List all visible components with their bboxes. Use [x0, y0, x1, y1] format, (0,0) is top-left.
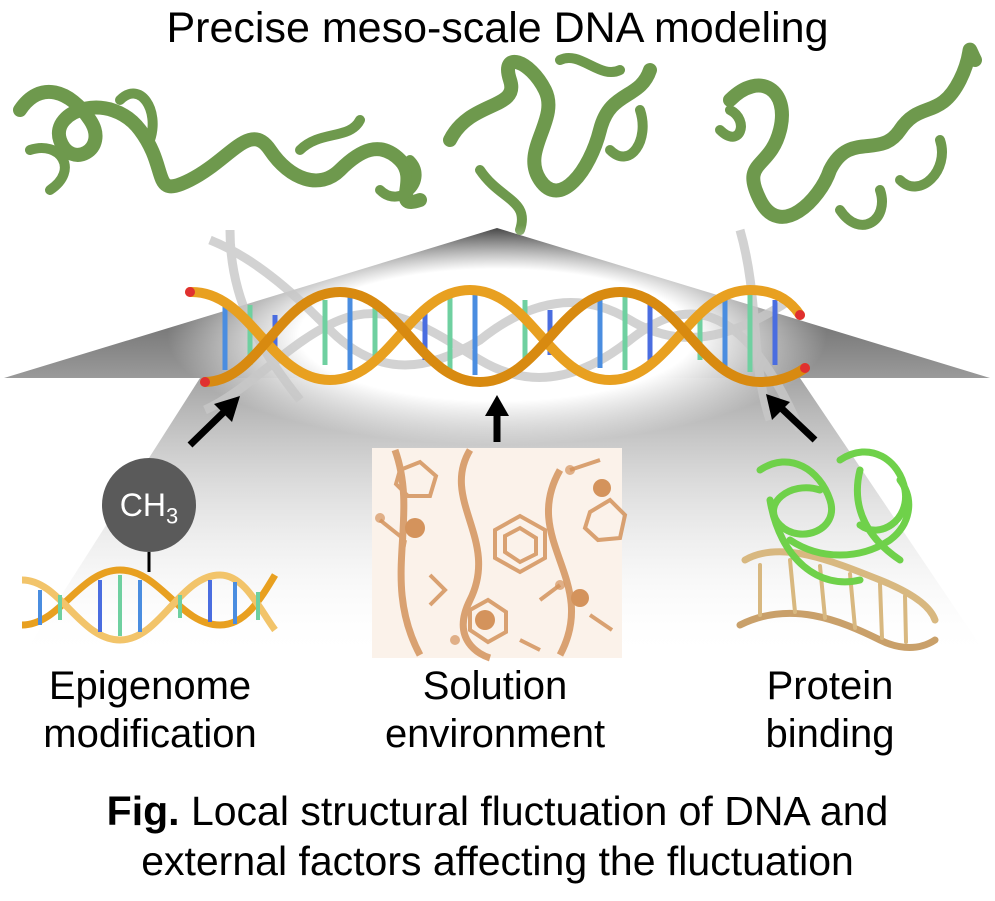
factor-label-line: binding	[765, 712, 895, 756]
caption-text-1: Local structural fluctuation of DNA and	[190, 788, 889, 834]
diagram-title: Precise meso-scale DNA modeling	[166, 4, 829, 52]
caption-line-1: Fig. Local structural fluctuation of DNA…	[0, 786, 995, 836]
arrow-protein	[775, 402, 818, 443]
methyl-text: CH	[119, 487, 166, 523]
factor-arrows	[187, 394, 818, 448]
protein-dna-illustration	[736, 448, 939, 651]
chromatin-coarse-model	[13, 42, 982, 235]
methyl-group-badge: CH3	[102, 458, 196, 552]
solution-environment-illustration	[372, 448, 628, 662]
factor-label-solution: Solution environment	[345, 662, 645, 758]
caption-line-2: external factors affecting the fluctuati…	[141, 838, 854, 884]
factor-label-line: Protein	[766, 664, 894, 708]
caption-label: Fig.	[106, 788, 180, 834]
dna-backbone	[185, 284, 810, 388]
factor-label-line: Epigenome	[48, 664, 252, 708]
arrow-epigenome	[187, 405, 231, 448]
factor-label-line: modification	[43, 712, 257, 756]
factor-label-line: Solution	[422, 664, 568, 708]
factor-label-epigenome: Epigenome modification	[0, 662, 300, 758]
figure-caption: Fig. Local structural fluctuation of DNA…	[0, 786, 995, 886]
methylated-dna-illustration	[21, 552, 279, 644]
factor-label-line: environment	[384, 712, 606, 756]
methyl-subscript: 3	[165, 503, 179, 529]
factor-label-protein: Protein binding	[685, 662, 975, 758]
